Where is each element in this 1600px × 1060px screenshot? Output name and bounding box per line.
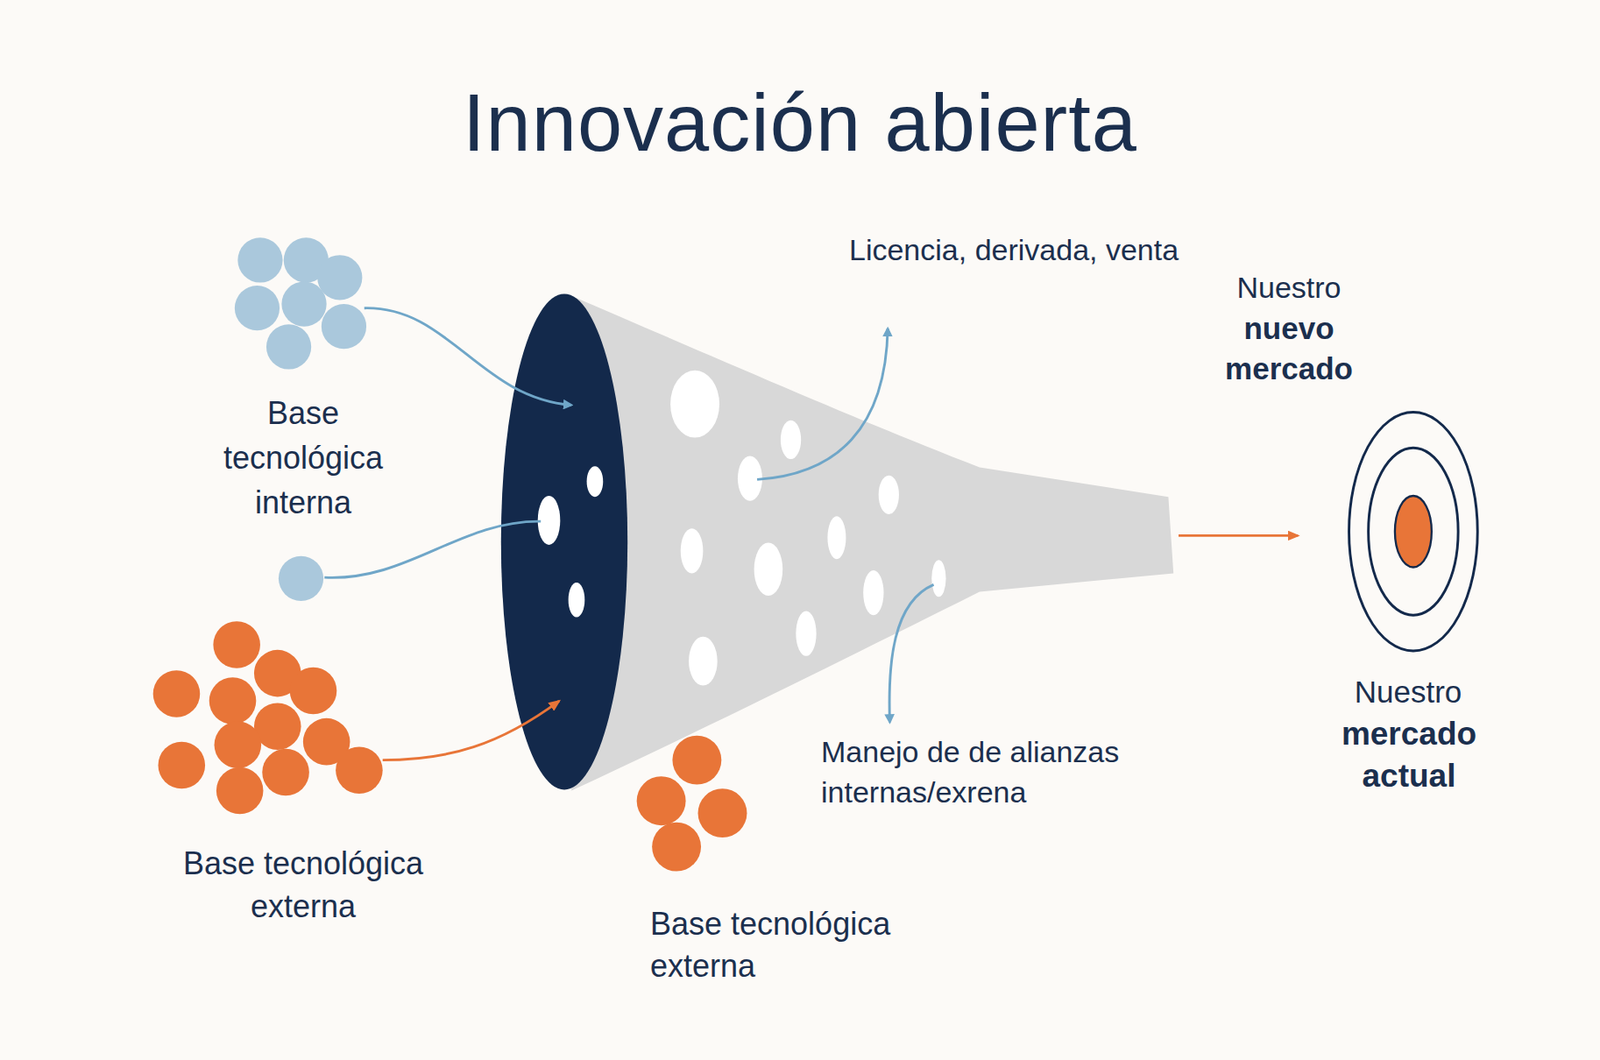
flow-arrows (324, 308, 1298, 761)
text-label: Base tecnológica externa (141, 842, 466, 928)
text-label: Base tecnológica interna (193, 390, 413, 525)
funnel-holes (538, 370, 947, 687)
text-label: mercado actual (1321, 713, 1497, 798)
title: Innovación abierta (0, 77, 1600, 170)
text-label: Manejo de de alianzas internas/exrena (821, 731, 1233, 813)
funnel-mouth (501, 293, 628, 790)
funnel-body (571, 296, 1174, 792)
text-label: Licencia, derivada, venta (849, 229, 1183, 270)
external-dots (153, 621, 748, 871)
text-label: nuevo mercado (1205, 308, 1373, 390)
target-symbol (1349, 411, 1479, 652)
text-label: Nuestro (1192, 267, 1386, 308)
text-label: Base tecnológica externa (650, 903, 975, 988)
text-label: Nuestro (1311, 671, 1505, 714)
